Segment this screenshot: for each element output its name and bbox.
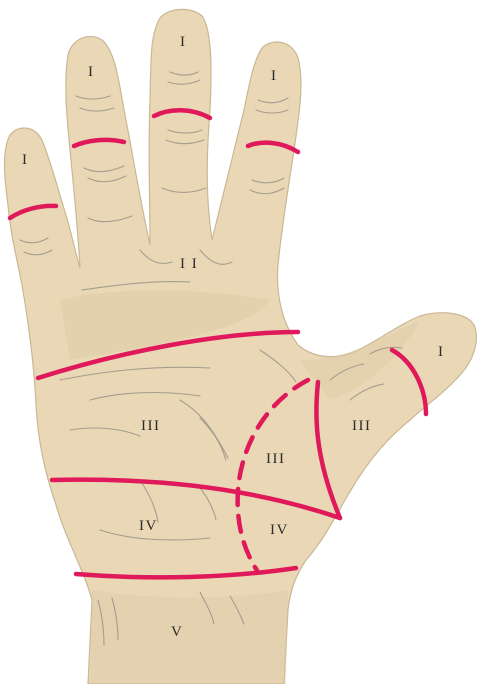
label-thenar-upper: III [266,451,286,467]
label-palm-upper: III [141,418,161,434]
label-thumb-mid: III [352,418,372,434]
label-fingers-base: I I [180,256,198,272]
label-ring-tip: I [271,68,278,84]
label-wrist: V [171,624,183,640]
label-palm-lower: IV [139,518,158,534]
label-middle-tip: I [180,34,187,50]
label-index-tip: I [88,64,95,80]
label-thenar-lower: IV [270,522,289,538]
label-little-tip: I [22,152,29,168]
label-thumb-tip: I [438,344,445,360]
wrist-shadow [90,590,288,684]
